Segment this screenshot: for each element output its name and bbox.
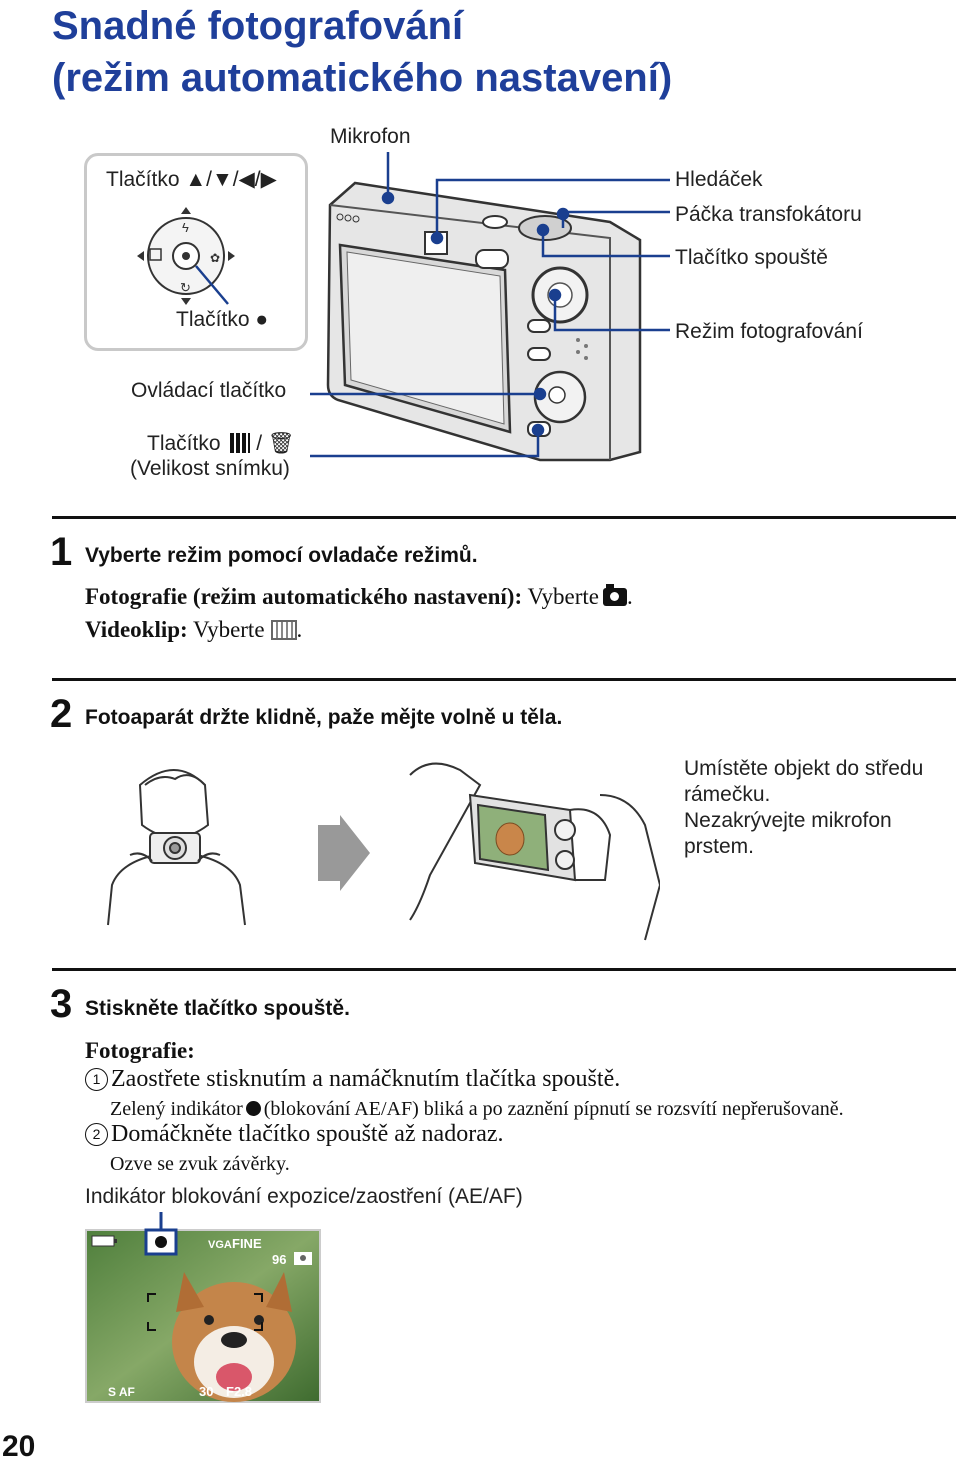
page-number: 20 — [2, 1430, 36, 1463]
svg-text:↻: ↻ — [180, 280, 191, 295]
page-title: Snadné fotografování (režim automatickéh… — [52, 0, 672, 104]
dog-image — [172, 1272, 296, 1402]
lcd-quality: FINE — [232, 1236, 262, 1251]
title-line-1: Snadné fotografování — [52, 4, 464, 48]
step-2-note-2: rámečku. — [684, 783, 771, 806]
step-3-number: 3 — [50, 982, 73, 1026]
trash-icon: 🗑 — [267, 432, 295, 455]
lcd-size: VGA — [208, 1239, 232, 1251]
step-1-photo-end: . — [627, 584, 633, 609]
label-arrow-buttons: Tlačítko ▲/▼/◀/▶ — [106, 168, 277, 191]
item-2-number: 2 — [85, 1123, 108, 1146]
step-3-rule — [52, 968, 956, 971]
step-2-note-3: Nezakrývejte mikrofon — [684, 809, 892, 832]
item-1-note-b: (blokování AE/AF) bliká a po zaznění píp… — [263, 1098, 844, 1120]
item-1-note-a: Zelený indikátor — [110, 1098, 243, 1120]
step-3-heading: Stiskněte tlačítko spouště. — [85, 997, 350, 1020]
label-shutter-button: Tlačítko spouště — [675, 246, 828, 269]
svg-text:✿: ✿ — [210, 251, 220, 265]
label-zoom-lever: Páčka transfokátoru — [675, 203, 862, 226]
lcd-aperture: F2.8 — [226, 1384, 252, 1399]
camera-mode-icon — [603, 584, 627, 606]
image-size-button-text: Tlačítko — [147, 432, 221, 455]
label-image-size-caption: (Velikost snímku) — [130, 457, 290, 480]
label-image-size-button: Tlačítko / 🗑 — [147, 432, 295, 456]
step-3-item-2-note: Ozve se zvuk závěrky. — [110, 1153, 290, 1175]
lcd-shutter: 30 — [199, 1384, 213, 1399]
step-2-note-4: prstem. — [684, 835, 755, 858]
step-1-rule — [52, 516, 956, 519]
step-1-movie-end: . — [296, 617, 303, 642]
step-1-photo-text: Vyberte — [522, 584, 599, 609]
step-1-number: 1 — [50, 530, 73, 574]
label-control-button: Ovládací tlačítko — [131, 379, 287, 402]
lcd-screen: VGA FINE 96 S AF 30 F2.8 — [85, 1212, 321, 1403]
label-microphone: Mikrofon — [330, 125, 411, 148]
ae-af-dot-icon — [245, 1101, 261, 1116]
ae-af-lock-icon — [155, 1236, 167, 1248]
lcd-focus: S AF — [108, 1385, 135, 1399]
holding-camera-illustration — [107, 762, 660, 941]
step-2-note-1: Umístěte objekt do středu — [684, 757, 924, 780]
camera-diagram: ϟ ✿ ↻ — [137, 152, 670, 462]
step-3-item-1-note: Zelený indikátor (blokování AE/AF) bliká … — [110, 1098, 844, 1121]
step-2-rule — [52, 678, 956, 681]
step-2-heading: Fotoaparát držte klidně, paže mějte voln… — [85, 706, 563, 729]
movie-mode-icon — [270, 620, 297, 640]
lcd-remaining: 96 — [272, 1252, 286, 1267]
label-center-button: Tlačítko ● — [176, 308, 269, 331]
step-1-movie-label: Videoklip: — [85, 617, 188, 642]
title-line-2: (režim automatického nastavení) — [52, 56, 673, 100]
item-1-number: 1 — [85, 1068, 108, 1091]
step-1-movie-text: Vyberte — [187, 617, 265, 642]
camera-mode-lcd-icon — [294, 1252, 312, 1265]
image-size-sep: / — [256, 432, 263, 455]
step-1-line-2: Videoklip: Vyberte. — [85, 617, 302, 643]
item-2-text: Domáčkněte tlačítko spouště až nadoraz. — [111, 1121, 504, 1147]
image-size-icon — [230, 433, 251, 453]
step-1-heading: Vyberte režim pomocí ovladače režimů. — [85, 544, 478, 567]
control-pad-icon: ϟ ✿ ↻ — [137, 207, 235, 305]
label-viewfinder: Hledáček — [675, 168, 763, 191]
svg-text:ϟ: ϟ — [182, 220, 189, 235]
step-2-note: Umístěte objekt do středu rámečku. Nezak… — [684, 756, 923, 860]
step-2-number: 2 — [50, 692, 73, 736]
step-1-line-1: Fotografie (režim automatického nastaven… — [85, 584, 633, 610]
item-1-text: Zaostřete stisknutím a namáčknutím tlačí… — [111, 1066, 621, 1092]
indicator-caption: Indikátor blokování expozice/zaostření (… — [85, 1185, 523, 1208]
label-shooting-mode: Režim fotografování — [675, 320, 863, 343]
control-button-inset — [84, 153, 308, 351]
battery-icon — [91, 1235, 117, 1247]
step-3-photo-label: Fotografie: — [85, 1038, 195, 1063]
step-1-photo-label: Fotografie (režim automatického nastaven… — [85, 584, 523, 609]
